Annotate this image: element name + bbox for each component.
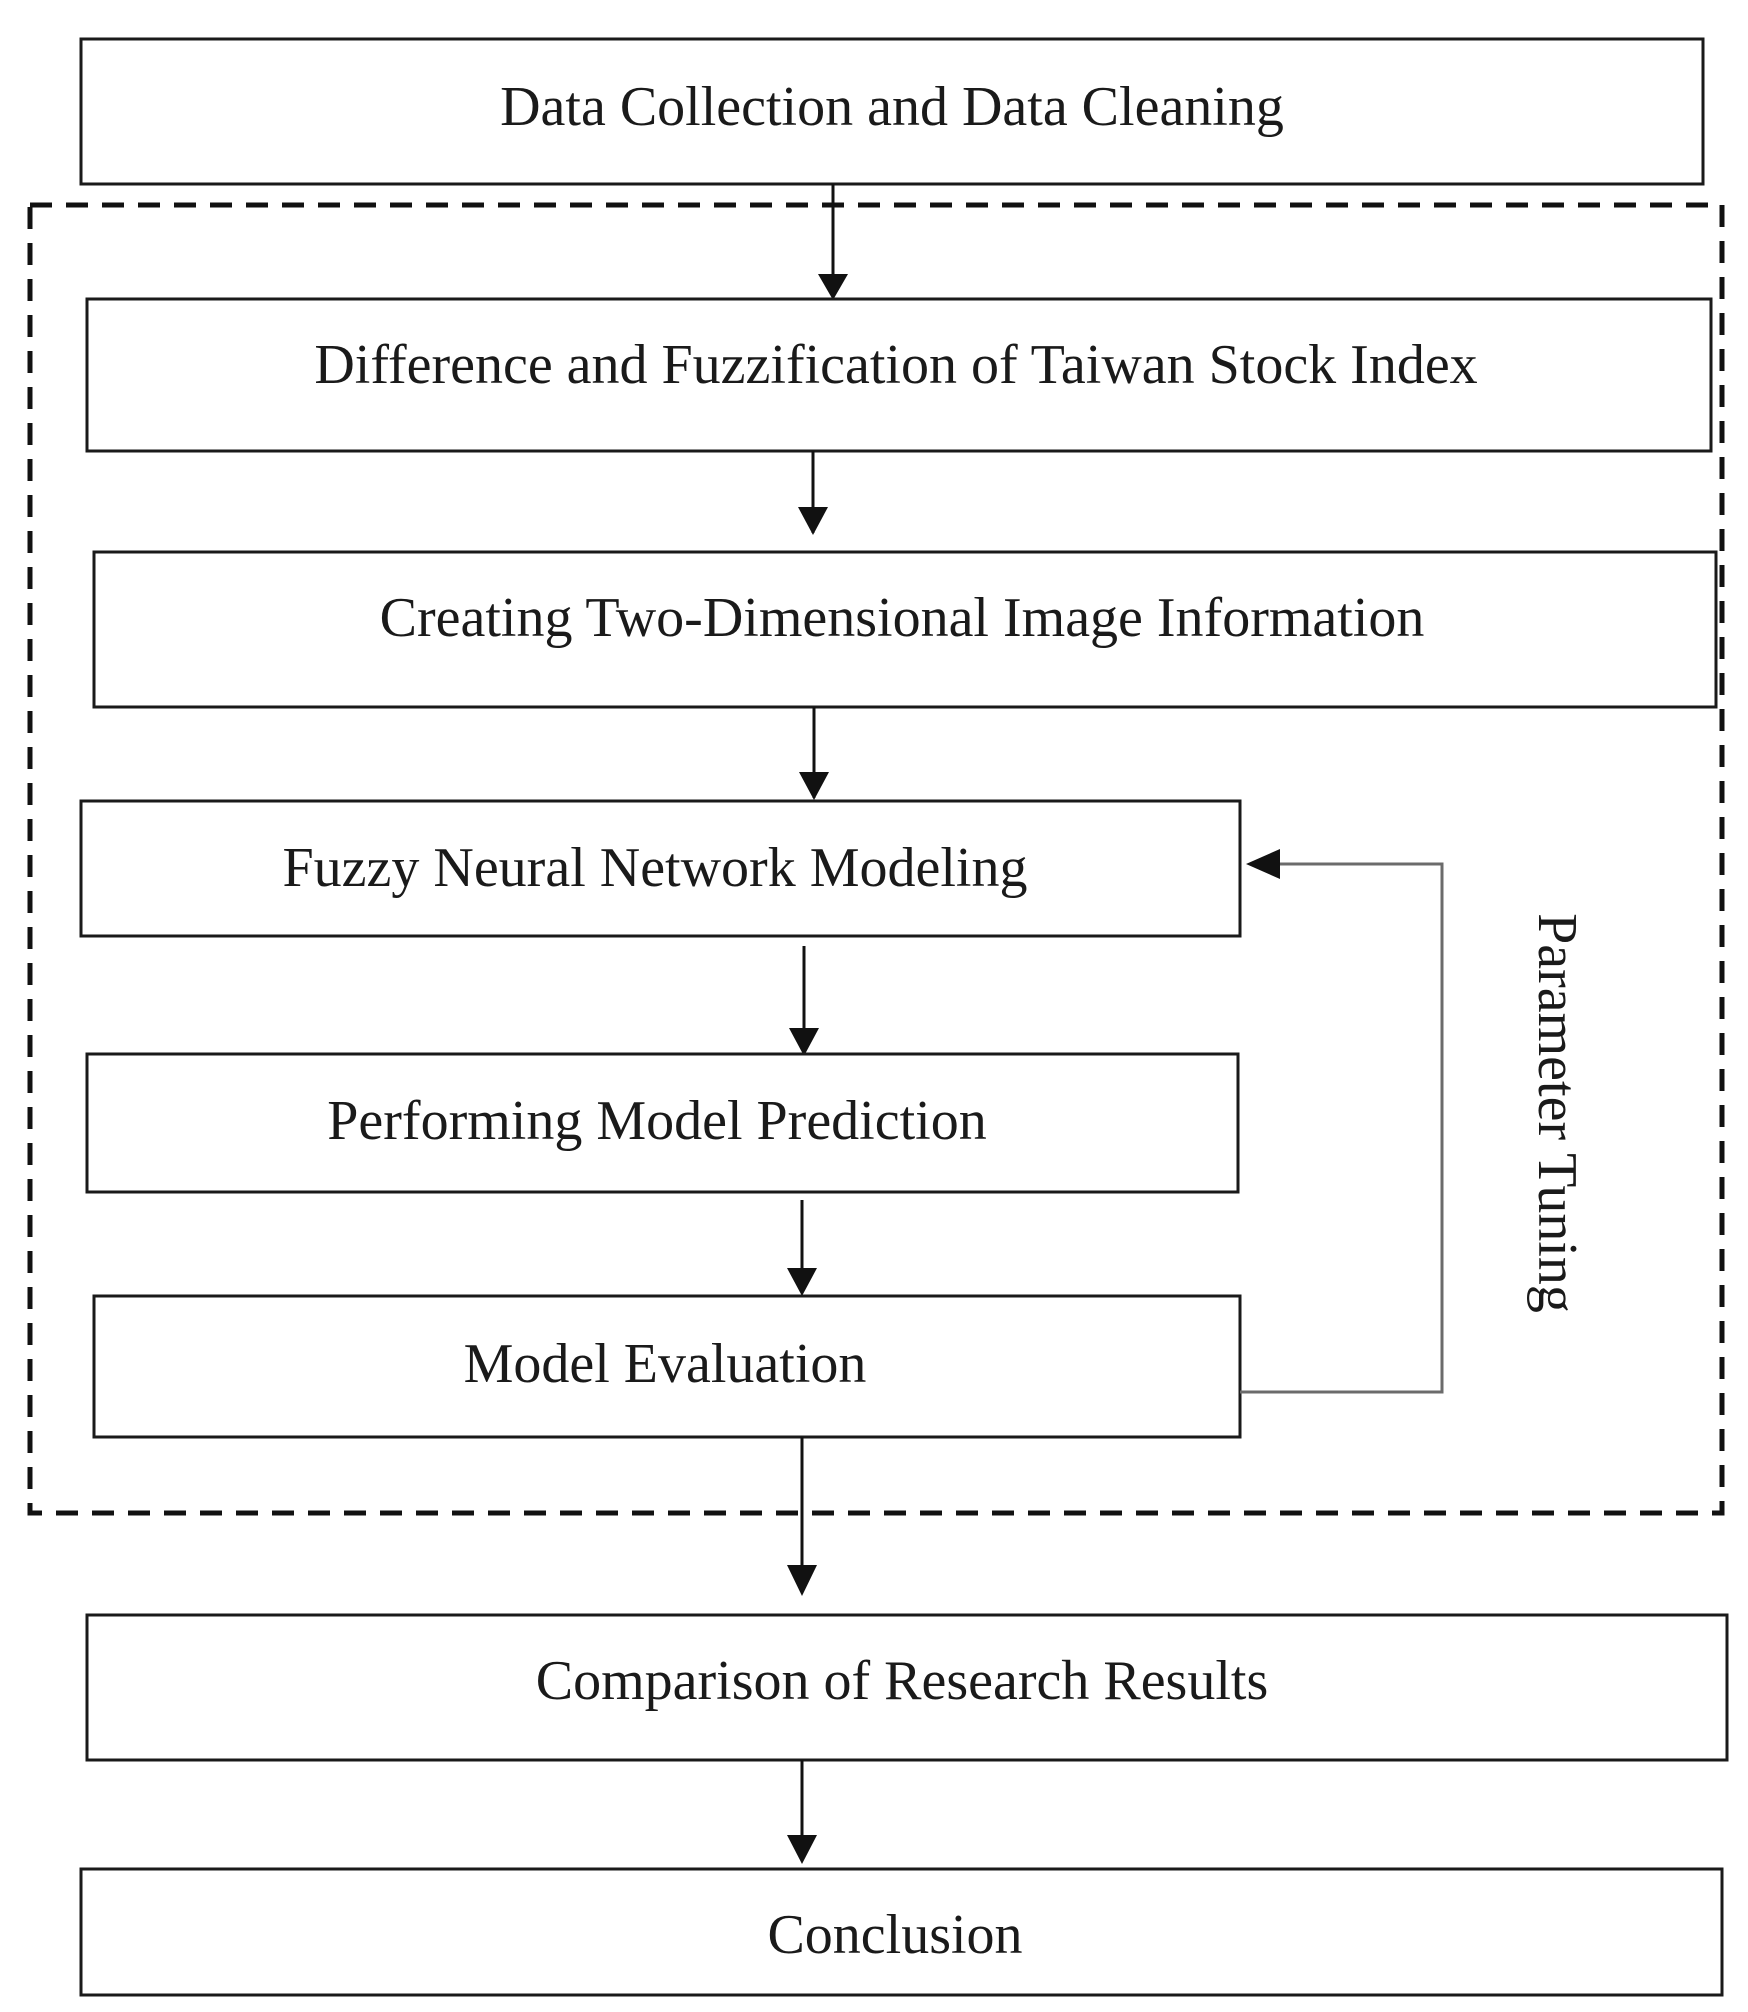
arrowhead-2-to-3 xyxy=(798,507,828,535)
step-model-evaluation-label: Model Evaluation xyxy=(464,1333,867,1395)
step-difference-fuzzification-box xyxy=(85,297,1713,453)
arrowhead-7-to-8 xyxy=(787,1835,817,1864)
step-difference-fuzzification-label: Difference and Fuzzification of Taiwan S… xyxy=(314,334,1477,396)
step-data-collection-label: Data Collection and Data Cleaning xyxy=(500,76,1284,138)
parameter-tuning-label: Parameter Tuning xyxy=(1526,913,1588,1313)
step-model-prediction-label: Performing Model Prediction xyxy=(327,1090,986,1152)
parameter-tuning-arrowhead xyxy=(1246,849,1280,879)
step-data-collection-box xyxy=(79,37,1705,186)
arrowhead-4-to-5 xyxy=(789,1028,819,1056)
arrowhead-1-to-2 xyxy=(818,274,848,300)
arrowhead-6-to-7 xyxy=(787,1565,817,1596)
arrowhead-3-to-4 xyxy=(799,772,829,800)
step-fnn-modeling-label: Fuzzy Neural Network Modeling xyxy=(283,837,1028,899)
step-fnn-modeling-box xyxy=(79,799,1242,938)
step-comparison-label: Comparison of Research Results xyxy=(536,1650,1269,1712)
step-creating-image-info-label: Creating Two-Dimensional Image Informati… xyxy=(380,587,1425,649)
step-comparison-box xyxy=(85,1613,1729,1762)
step-model-prediction-box xyxy=(85,1052,1240,1194)
arrowhead-5-to-6 xyxy=(787,1268,817,1296)
step-conclusion-label: Conclusion xyxy=(767,1904,1022,1966)
step-model-evaluation-box xyxy=(92,1294,1242,1439)
step-conclusion-box xyxy=(79,1867,1724,1997)
iterative-process-frame xyxy=(27,202,1725,1516)
parameter-tuning-loop xyxy=(1240,862,1444,1394)
step-creating-image-info-box xyxy=(92,550,1718,709)
